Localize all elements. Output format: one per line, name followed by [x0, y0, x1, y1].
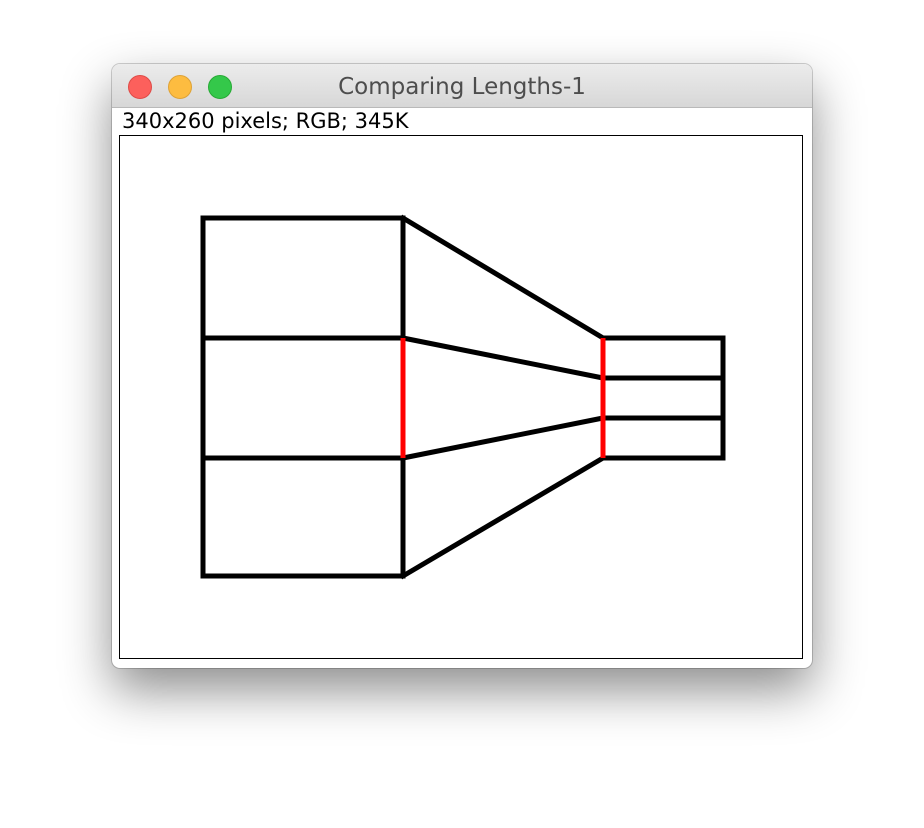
- zoom-window-button[interactable]: [208, 75, 232, 99]
- illusion-drawing: [200, 214, 726, 580]
- connector-bottom-inner: [400, 415, 606, 461]
- image-info-line: 340x260 pixels; RGB; 345K: [122, 109, 409, 133]
- connector-top-outer: [399, 214, 607, 342]
- minimize-window-button[interactable]: [168, 75, 192, 99]
- right-box-outline: [600, 335, 726, 461]
- image-canvas[interactable]: [119, 135, 803, 659]
- close-window-button[interactable]: [128, 75, 152, 99]
- image-window: Comparing Lengths-1 340x260 pixels; RGB;…: [112, 64, 812, 668]
- title-bar[interactable]: Comparing Lengths-1: [112, 64, 812, 108]
- connector-bottom-outer: [399, 454, 607, 580]
- left-box-outline: [200, 215, 406, 579]
- connector-top-inner: [400, 335, 606, 381]
